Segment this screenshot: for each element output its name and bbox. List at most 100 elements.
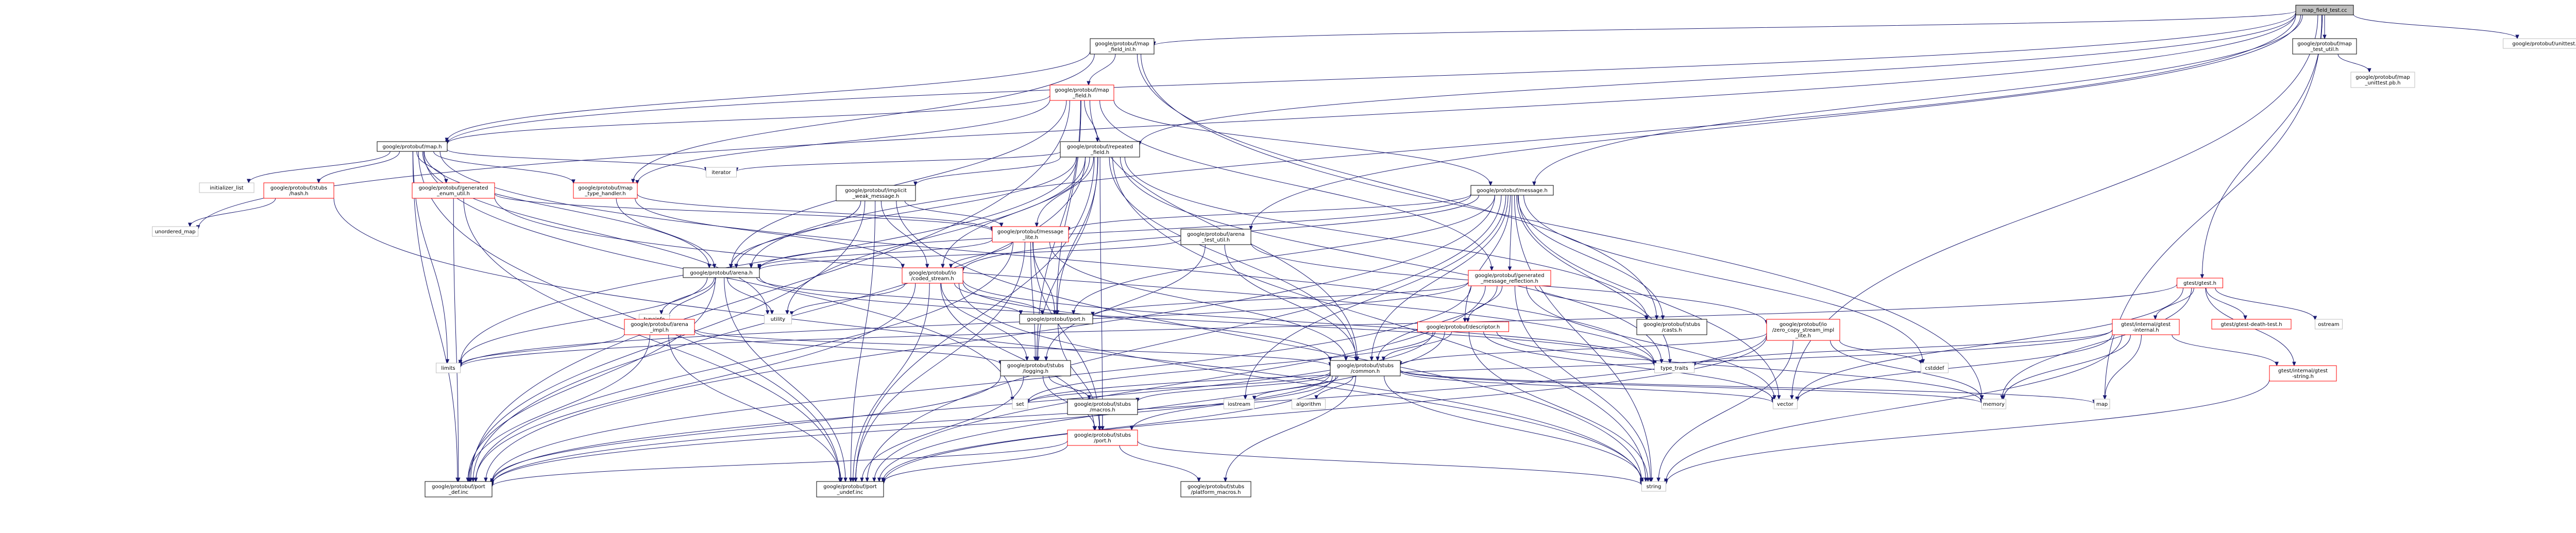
edge-descriptor-to-memory xyxy=(1496,331,1982,403)
node-label: vector xyxy=(1777,402,1794,407)
node-string-std[interactable]: string xyxy=(1641,481,1666,492)
node-common[interactable]: google/protobuf/stubs/common.h xyxy=(1330,360,1401,376)
node-implicit-weak[interactable]: google/protobuf/implicit_weak_message.h xyxy=(836,185,916,201)
edge-arrowhead xyxy=(1071,310,1076,315)
node-stubs-port[interactable]: google/protobuf/stubs/port.h xyxy=(1067,429,1138,446)
edge-message-h-to-port-h xyxy=(1073,195,1495,315)
node-iterator[interactable]: iterator xyxy=(706,167,737,178)
node-generated-enum-util[interactable]: google/protobuf/generated_enum_util.h xyxy=(412,182,495,199)
edge-generated-message-reflection-to-port-h xyxy=(1092,281,1469,316)
node-map-h[interactable]: google/protobuf/map.h xyxy=(377,141,448,152)
node-zero-copy[interactable]: google/protobuf/io/zero_copy_stream_impl… xyxy=(1766,319,1840,341)
edge-message-h-to-casts xyxy=(1517,195,1663,320)
node-box xyxy=(2315,319,2343,330)
node-limits[interactable]: limits xyxy=(436,363,461,373)
node-unordered-map[interactable]: unordered_map xyxy=(152,226,198,237)
edge-arena-impl-to-logging xyxy=(694,331,1001,365)
node-label: type_traits xyxy=(1660,366,1688,371)
edge-common-to-vector xyxy=(1400,371,1773,403)
node-label: map xyxy=(2096,402,2108,407)
node-initializer-list[interactable]: initializer_list xyxy=(199,182,255,193)
node-port-h[interactable]: google/protobuf/port.h xyxy=(1019,314,1093,324)
node-vector[interactable]: vector xyxy=(1773,399,1798,409)
edge-gtest-h-to-limits xyxy=(460,284,2177,368)
node-set[interactable]: set xyxy=(1012,399,1028,409)
node-casts[interactable]: google/protobuf/stubs/casts.h xyxy=(1636,319,1707,335)
node-label: gtest/internal/gtest xyxy=(2278,368,2328,374)
node-box xyxy=(1180,481,1251,497)
node-label: google/protobuf/stubs xyxy=(270,185,327,191)
edge-arrowhead xyxy=(1648,477,1653,483)
edge-implicit-weak-to-string-std xyxy=(896,200,1642,482)
edge-arrowhead xyxy=(1381,356,1386,362)
edge-common-to-macros xyxy=(1137,373,1331,402)
node-arena-test-util[interactable]: google/protobuf/arena_test_util.h xyxy=(1180,229,1251,245)
node-hash[interactable]: google/protobuf/stubs/hash.h xyxy=(263,182,334,199)
edge-arrowhead xyxy=(1354,356,1359,362)
node-port-def[interactable]: google/protobuf/port_def.inc xyxy=(425,481,493,497)
node-map-field[interactable]: google/protobuf/map_field.h xyxy=(1049,84,1114,101)
node-type-traits[interactable]: type_traits xyxy=(1654,363,1694,373)
node-root[interactable]: map_field_test.cc xyxy=(2295,5,2354,15)
node-gtest-string[interactable]: gtest/internal/gtest-string.h xyxy=(2269,365,2337,382)
edge-gtest-string-to-string-std xyxy=(1666,379,2270,485)
edge-map-h-to-type-traits xyxy=(439,151,1655,365)
node-arena-h[interactable]: google/protobuf/arena.h xyxy=(683,267,760,278)
node-ostream[interactable]: ostream xyxy=(2315,319,2343,330)
edge-message-h-to-cstddef xyxy=(1523,195,1923,364)
edge-map-type-handler-to-arena-h xyxy=(616,198,715,268)
edge-repeated-field-to-limits xyxy=(460,157,1077,364)
node-unittest-pb[interactable]: google/protobuf/unittest.pb.h xyxy=(2503,38,2576,49)
node-label: google/protobuf/stubs xyxy=(1074,402,1131,407)
edge-gtest-h-to-gtest-internal xyxy=(2155,287,2194,320)
node-coded-stream[interactable]: google/protobuf/io/coded_stream.h xyxy=(902,267,963,284)
node-map-type-handler[interactable]: google/protobuf/map_type_handler.h xyxy=(573,182,638,199)
node-utility[interactable]: utility xyxy=(764,314,792,324)
node-map-field-inl[interactable]: google/protobuf/map_field_inl.h xyxy=(1090,38,1155,55)
node-map-unittest-pb[interactable]: google/protobuf/map_unittest.pb.h xyxy=(2350,72,2415,88)
node-map-test-util[interactable]: google/protobuf/map_test_util.h xyxy=(2292,38,2357,55)
node-label: google/protobuf/stubs xyxy=(1188,484,1244,490)
node-generated-message-reflection[interactable]: google/protobuf/generated_message_reflec… xyxy=(1468,270,1551,286)
node-message-lite[interactable]: google/protobuf/message_lite.h xyxy=(992,226,1069,243)
edge-arena-h-to-arena-impl xyxy=(668,277,716,320)
node-port-undef[interactable]: google/protobuf/port_undef.inc xyxy=(816,481,884,497)
edge-arrowhead xyxy=(1025,356,1029,362)
edge-coded-stream-to-type-traits xyxy=(962,279,1655,366)
edge-zero-copy-to-string-std xyxy=(1658,340,1793,482)
node-gtest-death[interactable]: gtest/gtest-death-test.h xyxy=(2211,319,2292,330)
node-label: _test_util.h xyxy=(1201,237,1230,243)
node-gtest-h[interactable]: gtest/gtest.h xyxy=(2177,278,2223,288)
node-label: google/protobuf/stubs xyxy=(1337,363,1394,369)
edge-zero-copy-to-memory xyxy=(1830,340,1982,400)
node-label: google/protobuf/map xyxy=(578,185,632,191)
node-gtest-internal[interactable]: gtest/internal/gtest-internal.h xyxy=(2112,319,2180,335)
node-platform-macros[interactable]: google/protobuf/stubs/platform_macros.h xyxy=(1180,481,1251,497)
node-label: google/protobuf/generated xyxy=(419,185,488,191)
node-logging[interactable]: google/protobuf/stubs/logging.h xyxy=(1000,360,1071,376)
edge-arena-impl-to-port-undef xyxy=(668,334,841,482)
edge-gtest-internal-to-vector xyxy=(1797,334,2113,402)
node-box xyxy=(2211,319,2292,330)
node-repeated-field[interactable]: google/protobuf/repeated_field.h xyxy=(1060,141,1140,158)
node-algorithm[interactable]: algorithm xyxy=(1292,399,1326,409)
node-iostream[interactable]: iostream xyxy=(1224,399,1255,409)
node-label: google/protobuf/map xyxy=(1055,88,1109,93)
node-map-std[interactable]: map xyxy=(2094,399,2110,409)
edge-arrowhead xyxy=(1087,395,1091,400)
node-cstddef[interactable]: cstddef xyxy=(1921,363,1948,373)
node-macros[interactable]: google/protobuf/stubs/macros.h xyxy=(1067,399,1138,415)
edge-message-h-to-generated-message-reflection xyxy=(1509,195,1513,271)
node-arena-impl[interactable]: google/protobuf/arena_impl.h xyxy=(624,319,695,335)
node-descriptor[interactable]: google/protobuf/descriptor.h xyxy=(1417,321,1509,332)
node-box xyxy=(1292,399,1326,409)
edge-arrowhead xyxy=(1044,356,1048,362)
node-message-h[interactable]: google/protobuf/message.h xyxy=(1470,185,1554,196)
edge-map-h-to-iterator xyxy=(447,149,706,171)
edge-message-lite-to-common xyxy=(1049,242,1346,361)
node-memory[interactable]: memory xyxy=(1981,399,2006,409)
edge-generated-message-reflection-to-casts xyxy=(1535,285,1647,320)
node-box xyxy=(377,141,448,152)
node-label: google/protobuf/map.h xyxy=(383,144,442,150)
edge-arrowhead xyxy=(316,179,321,184)
